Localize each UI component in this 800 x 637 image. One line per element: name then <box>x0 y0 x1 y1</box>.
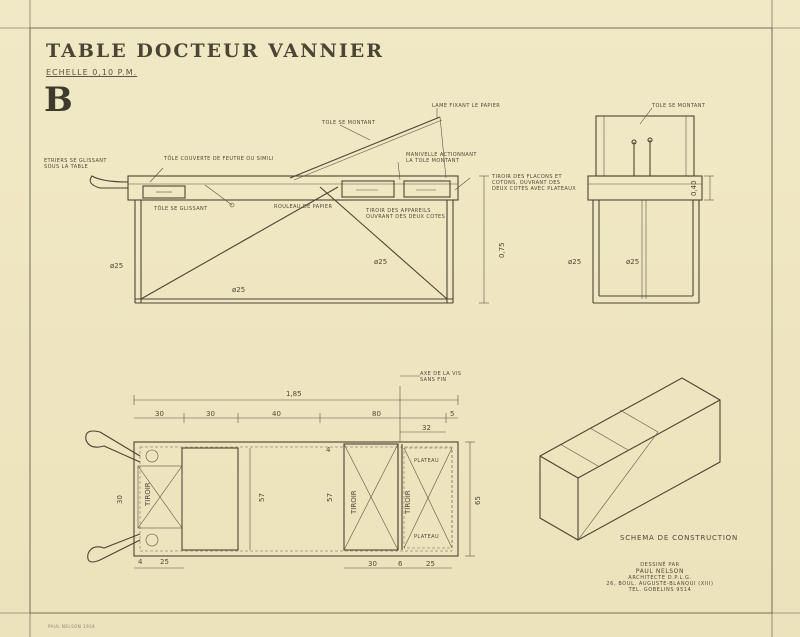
dim-4b: 4 <box>326 446 331 454</box>
dim-57b: 57 <box>326 493 334 502</box>
dim-6: 6 <box>398 560 403 568</box>
side-elevation <box>587 107 714 304</box>
dim-height-040: 0,40 <box>690 180 698 196</box>
construction-schema <box>539 377 721 541</box>
dim-40: 40 <box>272 410 281 418</box>
dim-d25-side-left: ø25 <box>568 258 582 266</box>
label-tiroir-mid: TIROIR <box>350 490 358 514</box>
stamp-text: PAUL NELSON 1934 <box>48 624 96 629</box>
dim-d25-left: ø25 <box>110 262 124 270</box>
label-plateau-top: PLATEAU <box>414 458 440 464</box>
dim-25: 25 <box>160 558 169 566</box>
dim-4a: 4 <box>138 558 143 566</box>
sheet-letter: B <box>44 80 73 120</box>
dim-5: 5 <box>450 410 455 418</box>
label-tole-montant-side: TOLE SE MONTANT <box>652 103 706 109</box>
label-rouleau: ROULEAU DE PAPIER <box>274 204 333 210</box>
scale-note: ECHELLE 0,10 P.M. <box>46 68 138 77</box>
dim-d25-base: ø25 <box>232 286 246 294</box>
dim-30a: 30 <box>155 410 164 418</box>
dim-65: 65 <box>474 496 482 505</box>
label-tiroir-right: TIROIR <box>404 490 412 514</box>
dim-total-185: 1,85 <box>286 390 302 398</box>
dim-d25-side-mid: ø25 <box>626 258 640 266</box>
dim-25b: 25 <box>426 560 435 568</box>
label-tole-montant: TOLE SE MONTANT <box>322 120 376 126</box>
dim-30c: 30 <box>368 560 377 568</box>
dim-height-075: 0,75 <box>498 242 506 258</box>
dim-30-side: 30 <box>116 495 124 504</box>
schema-caption: SCHEMA DE CONSTRUCTION <box>620 534 739 542</box>
label-lame: LAME FIXANT LE PAPIER <box>432 103 501 109</box>
plan-view <box>85 375 475 569</box>
drawing-title: TABLE DOCTEUR VANNIER <box>46 40 385 62</box>
dim-57a: 57 <box>258 493 266 502</box>
label-tole-glissant: TÔLE SE GLISSANT <box>154 206 208 212</box>
label-plateau-bottom: PLATEAU <box>414 534 440 540</box>
label-tole-couverte: TÔLE COUVERTE DE FEUTRE OU SIMILI <box>164 156 274 162</box>
architect-credit: DESSINÉ PAR PAUL NELSON ARCHITECTE D.P.L… <box>606 562 714 593</box>
dim-d25-mid: ø25 <box>374 258 388 266</box>
dim-32: 32 <box>422 424 431 432</box>
front-elevation <box>89 108 489 304</box>
dim-80: 80 <box>372 410 381 418</box>
label-tiroir-left: TIROIR <box>144 482 152 506</box>
dim-30b: 30 <box>206 410 215 418</box>
